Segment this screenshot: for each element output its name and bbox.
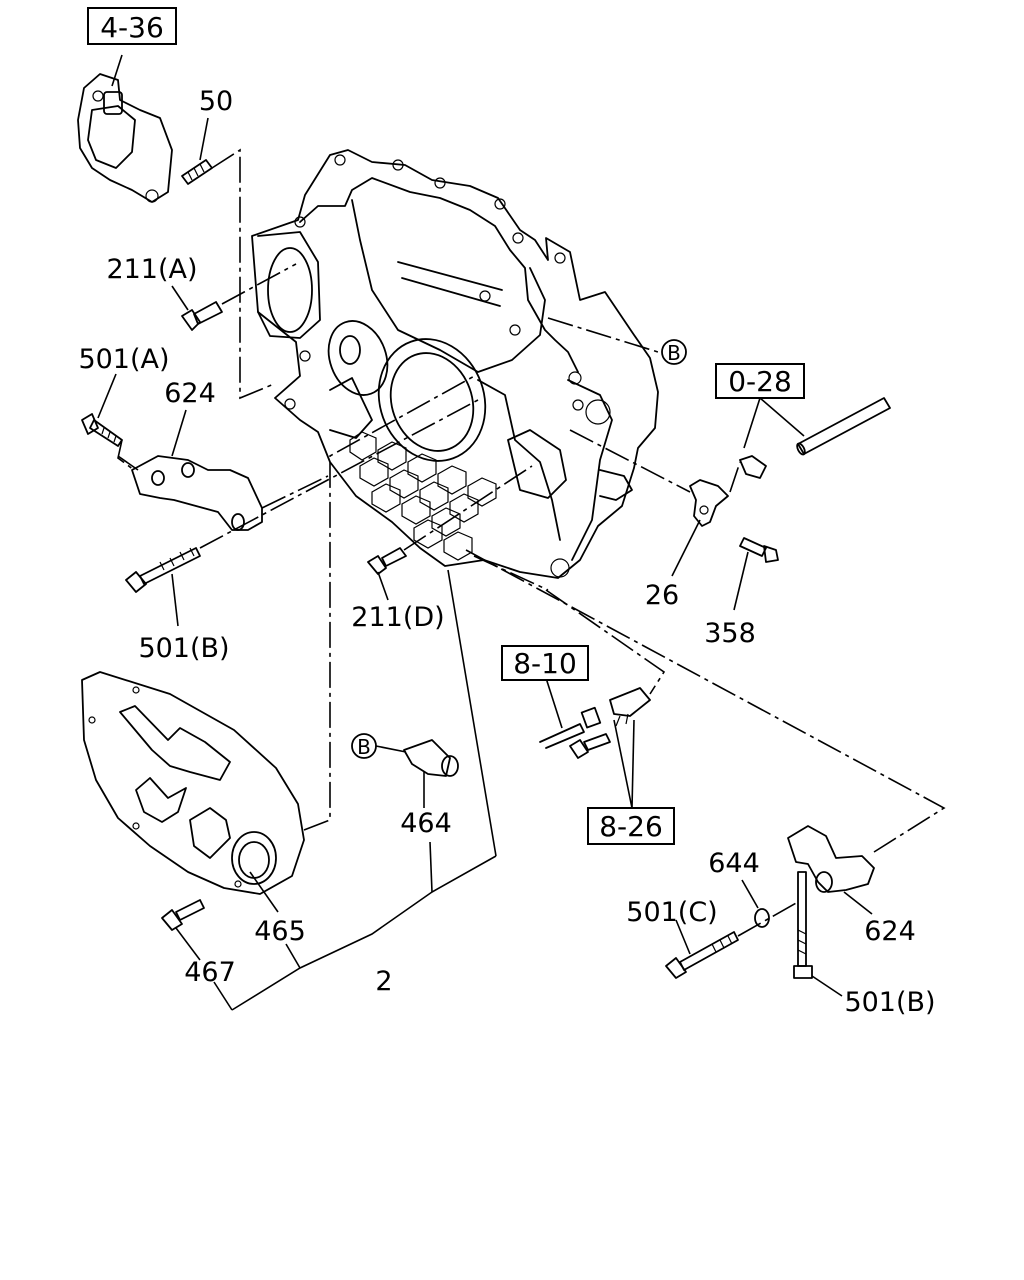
assembly-guide-lines xyxy=(117,148,946,937)
bolt-501b-right xyxy=(793,871,843,997)
label-358: 358 xyxy=(704,618,756,649)
bolt-501b-left xyxy=(125,547,201,627)
label-26: 26 xyxy=(645,580,679,611)
injection-pump-part xyxy=(77,54,173,203)
hose-0-28 xyxy=(739,397,891,479)
bolt-501c xyxy=(665,919,739,979)
bolt-211d xyxy=(367,547,407,601)
callout-b-housing: B xyxy=(661,339,687,365)
ref-label: 4-36 xyxy=(100,11,164,44)
label-644: 644 xyxy=(708,848,760,879)
ref-label: 8-26 xyxy=(599,810,663,843)
label-624-left: 624 xyxy=(164,378,216,409)
bolt-358 xyxy=(733,537,779,611)
callout-b-text: B xyxy=(667,341,681,365)
callout-b-text: B xyxy=(357,735,371,759)
label-501b-right: 501(B) xyxy=(844,987,935,1018)
callout-b-464: B xyxy=(351,733,377,759)
label-501b-left: 501(B) xyxy=(138,633,229,664)
ref-box-8-26: 8-26 xyxy=(587,807,675,845)
part-464 xyxy=(375,739,459,808)
label-501a: 501(A) xyxy=(78,344,169,375)
label-211d: 211(D) xyxy=(351,602,444,633)
stud-bolt-50 xyxy=(181,117,213,185)
group-2-leader xyxy=(213,569,497,1011)
speed-sensor-8-10 xyxy=(539,677,651,749)
washer-644 xyxy=(741,879,770,928)
oil-seal-plate-465 xyxy=(81,671,305,913)
label-467: 467 xyxy=(184,957,236,988)
label-465: 465 xyxy=(254,916,306,947)
ref-box-0-28: 0-28 xyxy=(715,363,805,399)
label-211a: 211(A) xyxy=(106,254,197,285)
bolt-8-26 xyxy=(569,719,635,809)
label-464: 464 xyxy=(400,808,452,839)
ref-box-8-10: 8-10 xyxy=(501,645,589,681)
flywheel-housing-part xyxy=(251,149,659,579)
ref-box-4-36: 4-36 xyxy=(87,7,177,45)
bracket-624-left xyxy=(117,409,263,531)
label-624-right: 624 xyxy=(864,916,916,947)
bolt-501a xyxy=(81,373,123,447)
bracket-624-right xyxy=(787,825,875,915)
bolt-211a xyxy=(171,285,223,331)
label-501c: 501(C) xyxy=(626,897,717,928)
bolt-467 xyxy=(161,899,205,961)
ref-label: 0-28 xyxy=(728,365,792,398)
ref-label: 8-10 xyxy=(513,647,577,680)
label-2: 2 xyxy=(375,966,392,997)
sensor-26 xyxy=(671,479,729,577)
label-50: 50 xyxy=(199,86,233,117)
